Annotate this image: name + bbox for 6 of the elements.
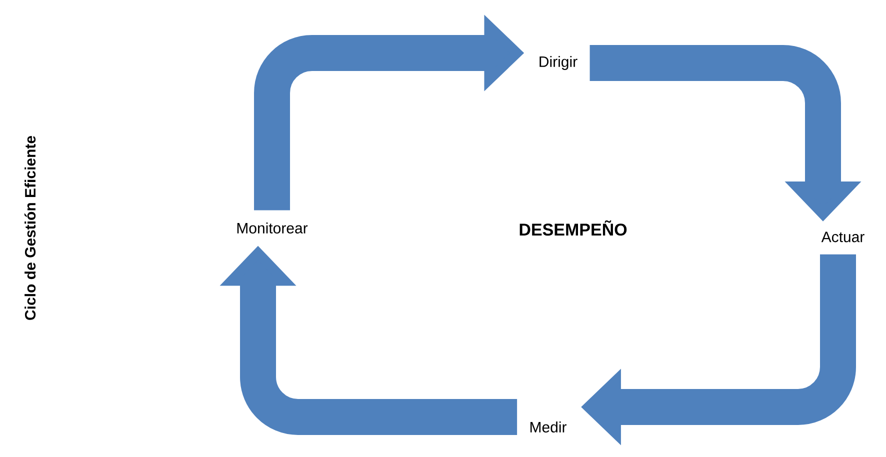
step-label: Monitorear [237, 222, 308, 234]
title: Ciclo de Gestión Eficiente [24, 136, 36, 320]
step-label: Actuar [821, 232, 864, 242]
step-label: Medir [530, 421, 566, 432]
step-label: Dirigir [540, 56, 578, 70]
center-label: DESEMPEÑO [520, 220, 627, 236]
